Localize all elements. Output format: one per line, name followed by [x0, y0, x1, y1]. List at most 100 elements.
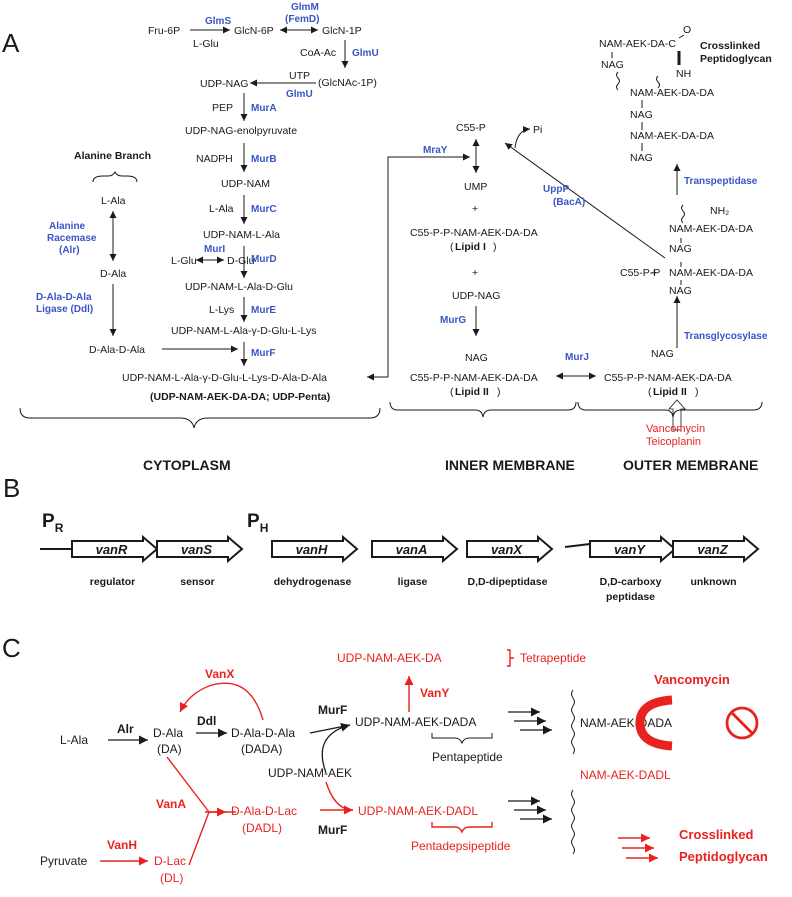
udp-nam-l-ala: UDP-NAM-L-Ala: [203, 229, 280, 241]
c-d-ala-d-ala: D-Ala-D-Ala: [231, 726, 295, 740]
lipid-ii-out-chain: C55-P-P-NAM-AEK-DA-DA: [604, 372, 732, 384]
c-tetrapeptide: Tetrapeptide: [520, 651, 586, 665]
mura-enzyme: MurA: [251, 103, 277, 114]
baca-enzyme: (BacA): [553, 197, 585, 208]
transglycosylase-enzyme: Transglycosylase: [684, 331, 768, 342]
arrow-pi: [514, 126, 531, 149]
cl-nag-b: NAG: [630, 109, 653, 121]
c-d-ala: D-Ala: [153, 726, 183, 740]
utp: UTP: [289, 70, 310, 82]
gene-arrow-vanR: [71, 534, 159, 564]
c-udp-nam-aek: UDP-NAM-AEK: [268, 766, 352, 780]
cl-nag-a: NAG: [601, 59, 624, 71]
gene-function-vanA: ligase: [398, 576, 428, 588]
c-pentapeptide: Pentapeptide: [432, 750, 503, 764]
transpeptidase-enzyme: Transpeptidase: [684, 176, 758, 187]
udp-penta-abbreviation: (UDP-NAM-AEK-DA-DA; UDP-Penta): [150, 391, 330, 403]
gene-name-vanX: vanX: [491, 542, 523, 557]
c-line-dlac-to-vana: [188, 811, 210, 866]
brace-outer: [577, 401, 763, 418]
lipid-ii-out-paren-close: ): [695, 386, 699, 398]
gene-function-vanH: dehydrogenase: [274, 576, 352, 588]
alr-label-1: Alanine: [49, 221, 86, 232]
gene-name-vanA: vanA: [396, 542, 428, 557]
c-vanh: VanH: [107, 838, 137, 852]
d-ala-d-ala-branch: D-Ala-D-Ala: [89, 344, 145, 356]
gene-arrow-vanS: [156, 534, 244, 564]
panel-a-label: A: [2, 28, 20, 58]
lipid-ii-chain: C55-P-P-NAM-AEK-DA-DA: [410, 372, 538, 384]
nag-outer: NAG: [651, 348, 674, 360]
coa-ac: CoA-Ac: [300, 47, 336, 59]
c-da: (DA): [157, 742, 182, 756]
lipid-i-name: Lipid I: [455, 241, 486, 253]
c-nam-dadl: NAM-AEK-DADL: [580, 768, 671, 782]
nam-aek-out-1: NAM-AEK-DA-DA: [669, 267, 753, 279]
glcn6p: GlcN-6P: [234, 25, 274, 37]
lipid-ii-out-name: Lipid II: [653, 386, 687, 398]
cl-nag-c: NAG: [630, 152, 653, 164]
d-ala-branch: D-Ala: [100, 268, 126, 280]
c-murf: MurF: [318, 703, 347, 717]
udp-nag-2: UDP-NAG: [452, 290, 500, 302]
pi: Pi: [533, 124, 542, 136]
ddl-label-2: Ligase (Ddl): [36, 304, 93, 315]
c-arrow-murf-red: [325, 781, 354, 815]
uppp-enzyme: UppP: [543, 184, 569, 195]
c-brace-pentadep: [431, 822, 493, 834]
c-crosslinked: Crosslinked: [679, 827, 753, 842]
panel-b-label: B: [3, 473, 20, 503]
muri-enzyme: MurI: [204, 244, 225, 255]
gene-arrows: vanRregulatorvanSsensorvanHdehydrogenase…: [71, 534, 760, 603]
udp-nag: UDP-NAG: [200, 78, 248, 90]
fru6p: Fru-6P: [148, 25, 180, 37]
alanine-branch-label: Alanine Branch: [74, 150, 151, 162]
lipid-i-paren-open: (: [450, 241, 454, 253]
c-dada: (DADA): [241, 742, 282, 756]
gene-function2-vanY: peptidase: [606, 591, 655, 603]
d-glu: D-Glu: [227, 255, 255, 267]
udp-nam-lys: UDP-NAM-L-Ala-γ-D-Glu-L-Lys: [171, 325, 316, 337]
c-vancomycin: Vancomycin: [654, 672, 730, 687]
lipid-ii-name: Lipid II: [455, 386, 489, 398]
ddl-label-1: D-Ala-D-Ala: [36, 292, 92, 303]
murg-enzyme: MurG: [440, 315, 466, 326]
c-glycan-wavy-1: [571, 689, 575, 755]
region-cytoplasm: CYTOPLASM: [143, 457, 231, 473]
gene-name-vanH: vanH: [296, 542, 328, 557]
nh2: NH₂: [710, 205, 729, 217]
nag-out-1: NAG: [669, 285, 692, 297]
arrow-mray: [387, 153, 470, 377]
nag-out-2: NAG: [669, 243, 692, 255]
nam-aek-out-2: NAM-AEK-DA-DA: [669, 223, 753, 235]
gene-arrow-vanX: [466, 534, 554, 564]
l-lys: L-Lys: [209, 304, 234, 316]
c-l-ala: L-Ala: [60, 733, 88, 747]
gene-function-vanY: D,D-carboxy: [600, 576, 662, 588]
nag-inner: NAG: [465, 352, 488, 364]
alanine-branch-brace: [92, 170, 138, 183]
gene-arrow-vanZ: [672, 534, 760, 564]
c-ddl: Ddl: [197, 714, 216, 728]
gene-function-vanZ: unknown: [690, 576, 736, 588]
l-ala-c: L-Ala: [209, 203, 234, 215]
glcnac1p: (GlcNAc-1P): [318, 77, 377, 89]
c-d-lac: D-Lac: [154, 854, 186, 868]
plus-2: +: [472, 267, 478, 279]
murf-enzyme: MurF: [251, 348, 275, 359]
lipid-i-chain: C55-P-P-NAM-AEK-DA-DA: [410, 227, 538, 239]
gene-arrow-vanY: [589, 534, 677, 564]
gene-name-vanZ: vanZ: [697, 542, 728, 557]
c-line-da-to-vana: [166, 756, 210, 813]
c-prohibition-icon: [725, 706, 759, 740]
brace-inner: [389, 401, 577, 418]
glmu-enzyme-1: GlmU: [352, 48, 379, 59]
ump: UMP: [464, 181, 487, 193]
arrow-uppp: [504, 142, 666, 259]
c-murf-join: [309, 724, 351, 734]
cl-nam-b: NAM-AEK-DA-DA: [630, 87, 714, 99]
l-glu: L-Glu: [193, 38, 219, 50]
nadph: NADPH: [196, 153, 233, 165]
brace-cytoplasm: [19, 407, 381, 429]
plus-3: +: [651, 267, 657, 279]
